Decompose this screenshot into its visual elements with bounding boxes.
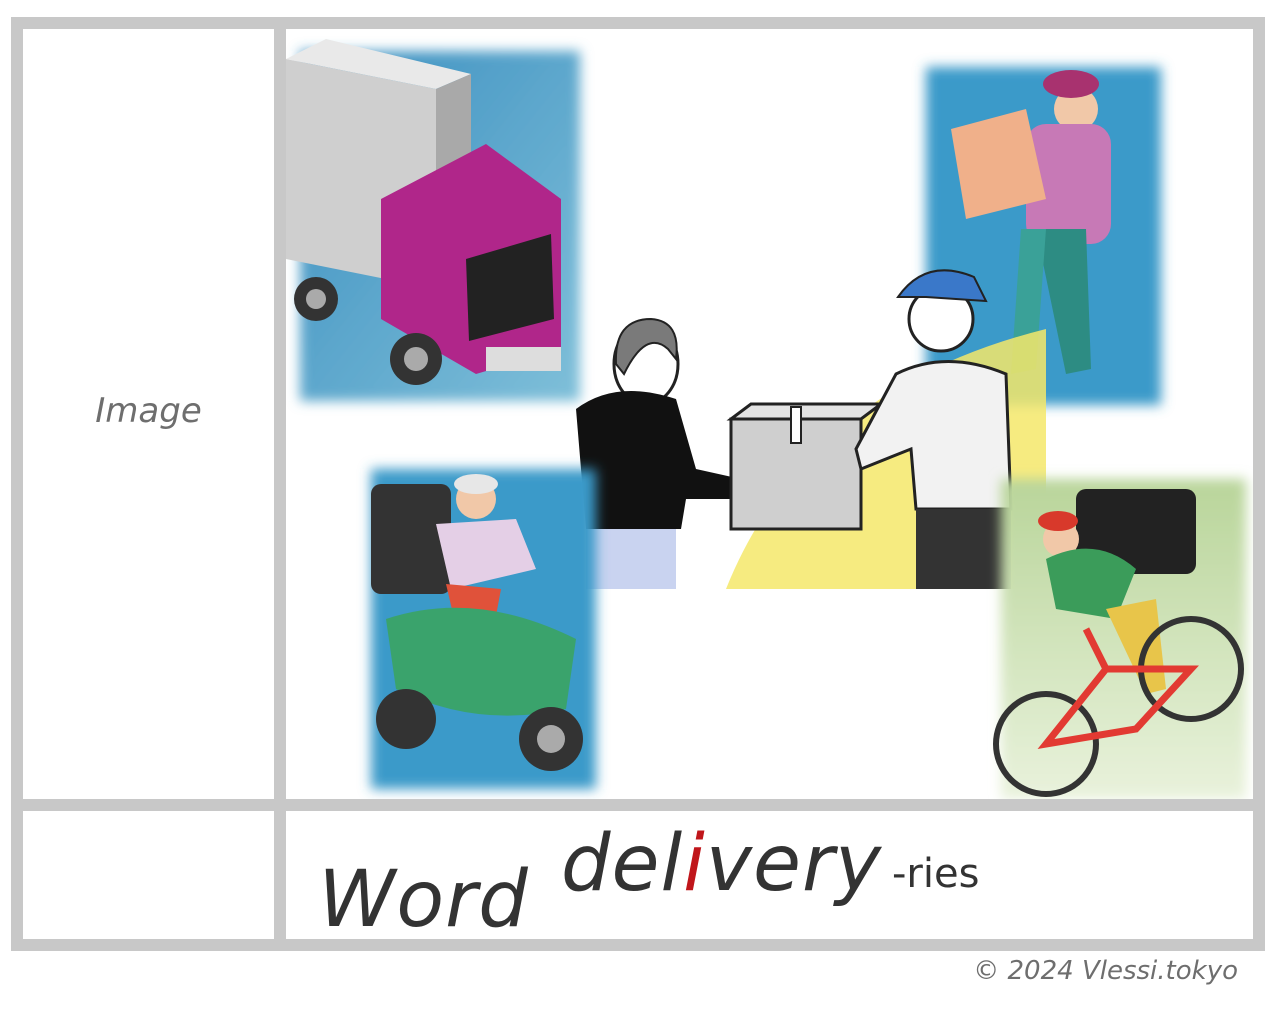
illustration-collage xyxy=(286,39,1246,799)
scooter-courier-icon xyxy=(371,469,596,789)
row-divider xyxy=(23,799,1253,811)
vocabulary-word: delivery xyxy=(561,819,883,909)
plural-suffix: -ries xyxy=(892,851,980,897)
word-label: Word xyxy=(318,855,529,945)
image-label: Image xyxy=(95,391,202,431)
bicycle-courier-icon xyxy=(993,479,1246,799)
word-panel: delivery -ries xyxy=(286,811,1253,939)
vocabulary-card: Image Word xyxy=(11,17,1265,951)
stressed-letter: i xyxy=(683,819,706,909)
delivery-truck-icon xyxy=(286,39,580,401)
column-divider xyxy=(274,29,286,939)
copyright-notice: © 2024 Vlessi.tokyo xyxy=(973,956,1238,986)
image-panel xyxy=(286,29,1253,799)
package-handoff-icon xyxy=(576,269,1046,589)
